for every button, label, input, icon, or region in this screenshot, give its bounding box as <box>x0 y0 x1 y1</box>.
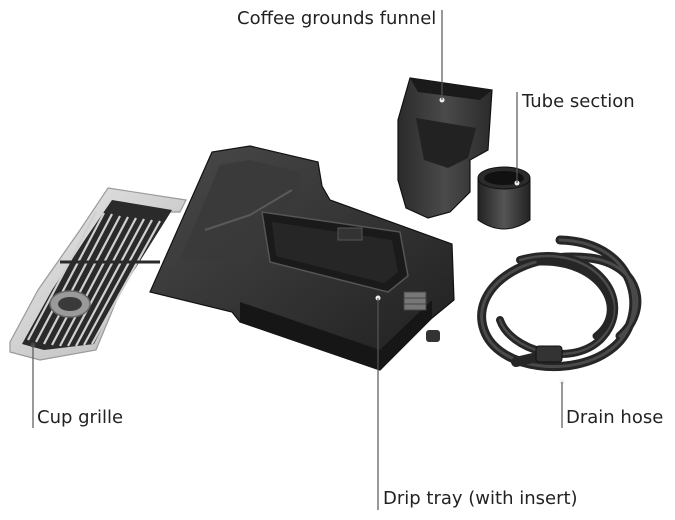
label-cup-grille: Cup grille <box>37 407 124 428</box>
tube-section-illustration <box>477 166 531 230</box>
leader-lines <box>32 10 563 510</box>
coffee-grounds-funnel-illustration <box>397 77 493 219</box>
label-tube-section: Tube section <box>522 91 635 112</box>
cup-grille-illustration <box>9 187 187 361</box>
label-drain-hose: Drain hose <box>566 407 664 428</box>
label-drip-tray: Drip tray (with insert) <box>383 488 578 509</box>
drain-hose-illustration <box>477 235 642 385</box>
label-coffee-grounds-funnel: Coffee grounds funnel <box>237 8 437 29</box>
